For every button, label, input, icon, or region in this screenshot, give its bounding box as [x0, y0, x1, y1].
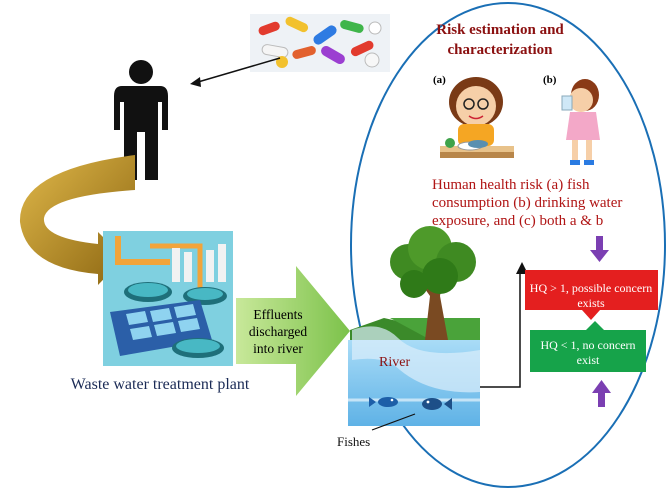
label-b: (b): [543, 74, 557, 86]
fishes-label: Fishes: [337, 434, 371, 449]
arrow-up-icon: [592, 380, 611, 407]
tree-icon: [390, 226, 476, 340]
fish-icon: [369, 397, 452, 410]
child-eating-icon: [440, 77, 514, 158]
wwtp-label: Waste water treatment plant: [70, 376, 250, 393]
hq-high-box: [525, 270, 658, 320]
river-label: River: [379, 355, 411, 370]
child-drinking-icon: [561, 79, 600, 165]
arrow-down-icon: [590, 236, 609, 262]
fishes-pointer: [371, 413, 416, 431]
effluent-arrow: [236, 266, 350, 396]
river-to-hq-arrow: [480, 262, 528, 388]
hq-high-label: HQ > 1, possible concern exists: [529, 281, 653, 310]
pills-icon: [250, 14, 390, 72]
hq-low-label: HQ < 1, no concern exist: [540, 338, 636, 367]
risk-ellipse: [350, 2, 666, 488]
hq-low-box: [530, 321, 646, 372]
pills-to-person-arrow: [190, 57, 281, 87]
river-scene: [348, 318, 480, 426]
risk-title: Risk estimation and characterization: [436, 22, 564, 58]
treatment-plant-icon: [103, 231, 233, 366]
effluent-label: Effluents discharged into river: [248, 307, 308, 356]
label-a: (a): [433, 74, 446, 86]
human-health-risk-text: Human health risk (a) fish consumption (…: [432, 177, 623, 229]
